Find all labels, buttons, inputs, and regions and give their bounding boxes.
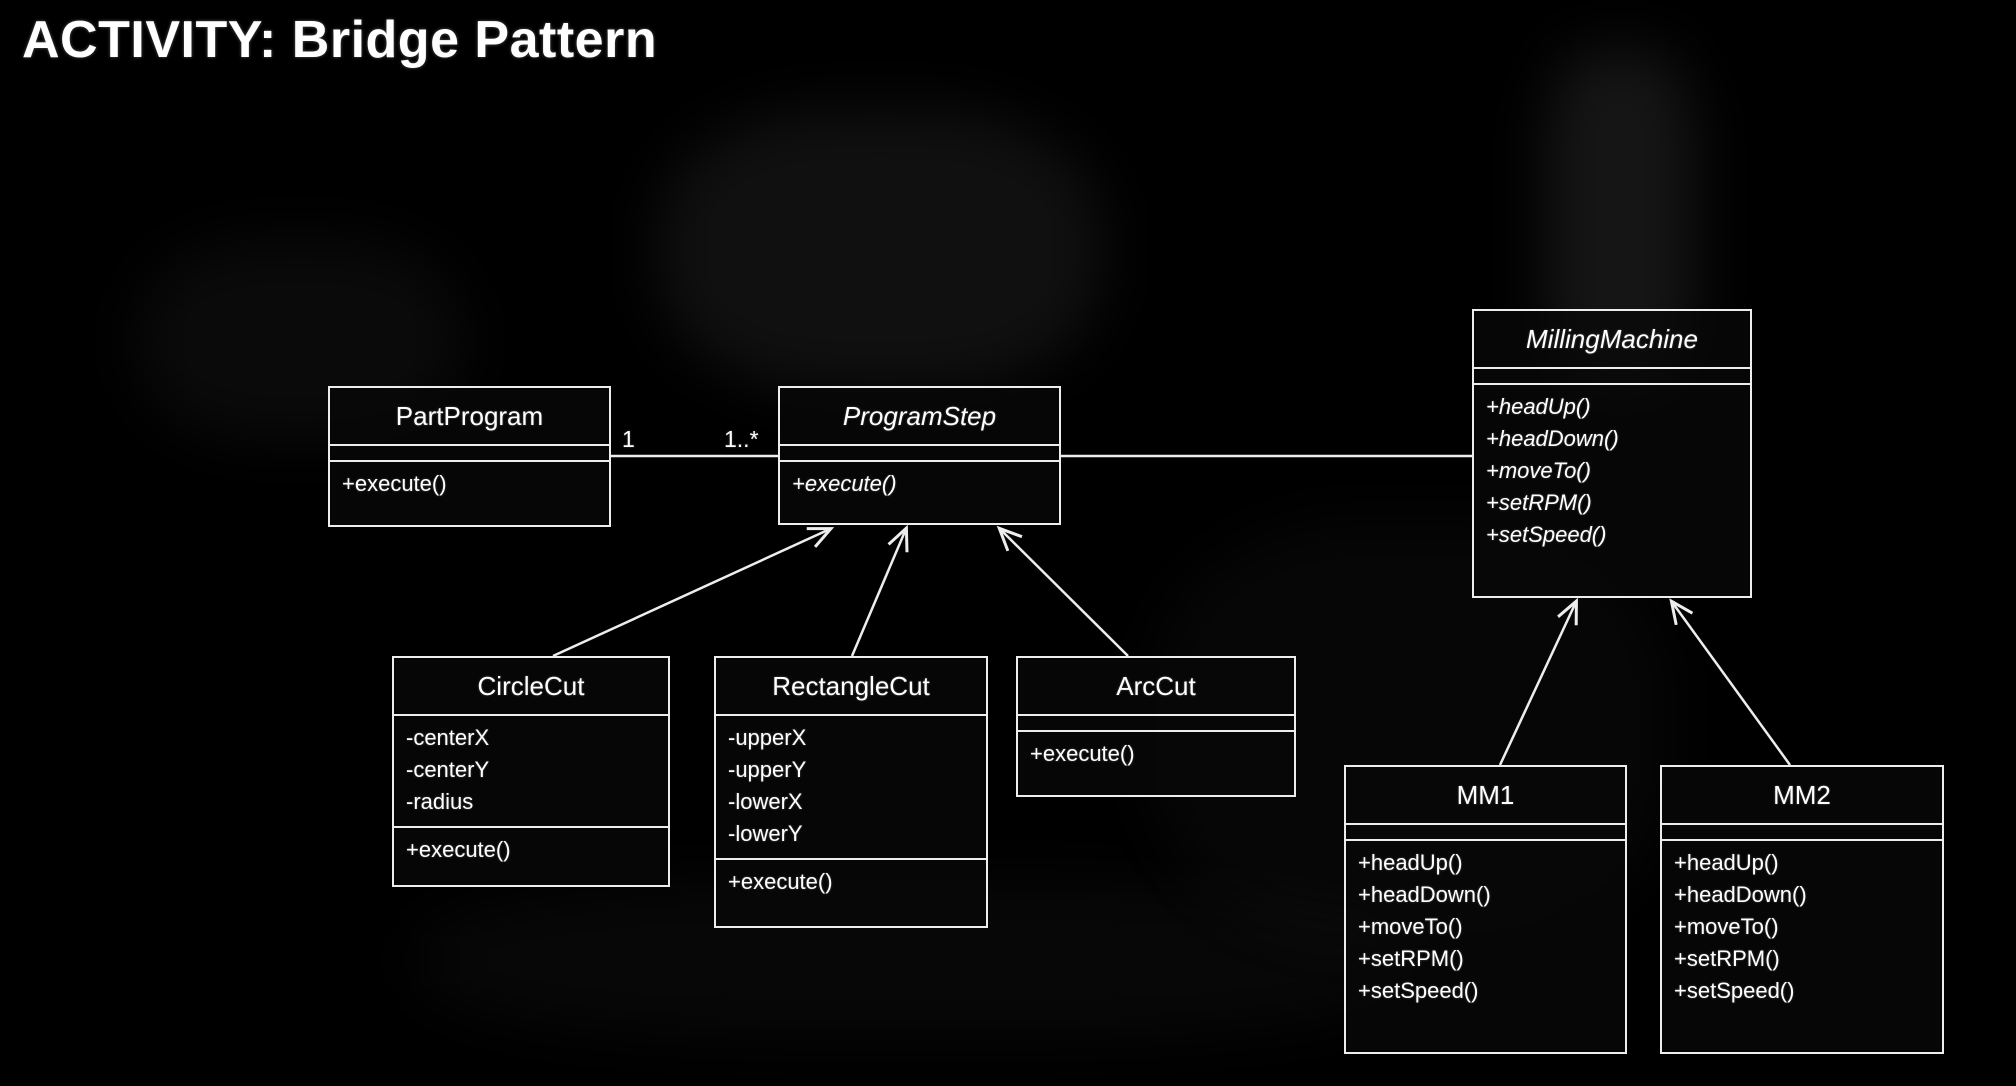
class-partprogram-attributes	[330, 444, 609, 460]
method: +execute()	[406, 837, 511, 862]
class-mm1-methods: +headUp() +headDown() +moveTo() +setRPM(…	[1346, 839, 1625, 1052]
class-partprogram: PartProgram +execute()	[328, 386, 611, 527]
class-mm1-attributes	[1346, 823, 1625, 839]
class-programstep-name: ProgramStep	[842, 401, 997, 431]
class-mm1: MM1 +headUp() +headDown() +moveTo() +set…	[1344, 765, 1627, 1054]
class-arccut-name: ArcCut	[1116, 671, 1196, 701]
method: +headUp()	[1674, 850, 1779, 875]
class-millingmachine-methods: +headUp() +headDown() +moveTo() +setRPM(…	[1474, 383, 1750, 596]
method: +headDown()	[1358, 882, 1491, 907]
slide-title: ACTIVITY: Bridge Pattern	[22, 11, 658, 69]
class-programstep-attributes	[780, 444, 1059, 460]
class-mm2-methods: +headUp() +headDown() +moveTo() +setRPM(…	[1662, 839, 1942, 1052]
attribute: -upperY	[728, 757, 807, 782]
class-partprogram-name: PartProgram	[395, 401, 544, 431]
generalization-circlecut-programstep	[552, 527, 835, 658]
generalization-mm1-millingmachine	[1498, 597, 1578, 766]
background-blur-blob	[660, 110, 1100, 390]
class-circlecut-attributes: -centerX -centerY -radius	[394, 714, 668, 826]
class-circlecut: CircleCut -centerX -centerY -radius +exe…	[392, 656, 670, 887]
class-programstep-methods: +execute()	[780, 460, 1059, 523]
generalization-mm2-millingmachine	[1669, 598, 1792, 766]
attribute: -radius	[406, 789, 474, 814]
class-millingmachine-attributes	[1474, 367, 1750, 383]
method: +headUp()	[1358, 850, 1463, 875]
method: +execute()	[792, 471, 897, 496]
class-rectanglecut: RectangleCut -upperX -upperY -lowerX -lo…	[714, 656, 988, 928]
method: +execute()	[342, 471, 447, 496]
class-rectanglecut-attributes: -upperX -upperY -lowerX -lowerY	[716, 714, 986, 858]
class-arccut: ArcCut +execute()	[1016, 656, 1296, 797]
method: +moveTo()	[1486, 458, 1591, 483]
class-partprogram-methods: +execute()	[330, 460, 609, 525]
method: +execute()	[728, 869, 833, 894]
method: +setSpeed()	[1486, 522, 1607, 547]
attribute: -centerY	[406, 757, 490, 782]
class-mm2-name: MM2	[1773, 780, 1831, 810]
method: +setSpeed()	[1674, 978, 1795, 1003]
method: +headDown()	[1674, 882, 1807, 907]
attribute: -centerX	[406, 725, 490, 750]
class-rectanglecut-name: RectangleCut	[772, 671, 930, 701]
method: +headUp()	[1486, 394, 1591, 419]
attribute: -lowerX	[728, 789, 803, 814]
class-mm2: MM2 +headUp() +headDown() +moveTo() +set…	[1660, 765, 1944, 1054]
generalization-rectanglecut-programstep	[850, 524, 909, 657]
method: +execute()	[1030, 741, 1135, 766]
class-millingmachine: MillingMachine +headUp() +headDown() +mo…	[1472, 309, 1752, 598]
class-rectanglecut-methods: +execute()	[716, 858, 986, 926]
method: +moveTo()	[1674, 914, 1779, 939]
method: +setRPM()	[1358, 946, 1464, 971]
generalization-arccut-programstep	[996, 525, 1129, 657]
class-mm1-name: MM1	[1456, 780, 1515, 810]
class-circlecut-methods: +execute()	[394, 826, 668, 885]
class-arccut-attributes	[1018, 714, 1294, 730]
method: +setRPM()	[1486, 490, 1592, 515]
class-arccut-methods: +execute()	[1018, 730, 1294, 795]
method: +headDown()	[1486, 426, 1619, 451]
attribute: -upperX	[728, 725, 807, 750]
class-programstep: ProgramStep +execute()	[778, 386, 1061, 525]
attribute: -lowerY	[728, 821, 803, 846]
class-circlecut-name: CircleCut	[477, 671, 585, 701]
method: +moveTo()	[1358, 914, 1463, 939]
multiplicity-label-target: 1..*	[724, 426, 759, 452]
multiplicity-label-source: 1	[622, 426, 635, 452]
class-mm2-attributes	[1662, 823, 1942, 839]
class-millingmachine-name: MillingMachine	[1526, 324, 1698, 354]
method: +setSpeed()	[1358, 978, 1479, 1003]
method: +setRPM()	[1674, 946, 1780, 971]
